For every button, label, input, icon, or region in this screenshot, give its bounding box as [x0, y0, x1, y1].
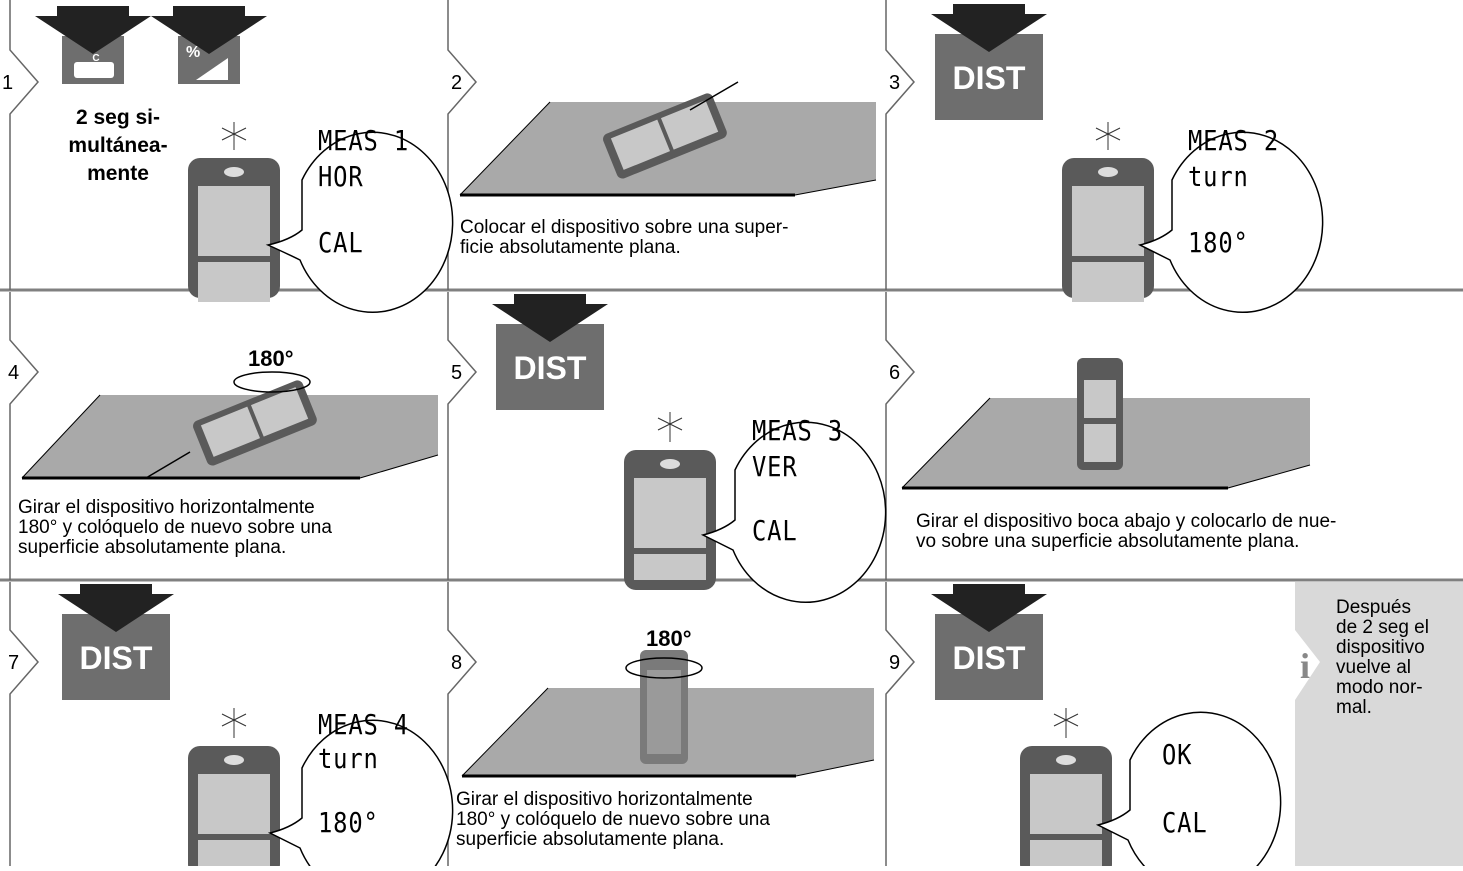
rotation-label: 180°: [646, 626, 692, 651]
step-instruction: 2 seg si- multánea- mente: [68, 106, 168, 185]
step-tab: [447, 582, 477, 866]
device-flat-icon: [603, 93, 727, 179]
lcd-line: HOR: [318, 160, 364, 193]
info-panel: [1295, 582, 1463, 866]
device-top-icon: [188, 122, 280, 302]
step-number: 6: [889, 362, 901, 384]
device-standing-icon: [1077, 358, 1123, 470]
device-top-icon: [188, 708, 280, 871]
step-caption: Girar el dispositivo boca abajo y coloca…: [916, 511, 1337, 552]
step-caption: Girar el dispositivo horizontalmente 180…: [18, 497, 332, 558]
lcd-line: MEAS 1: [318, 124, 410, 157]
lcd-line: turn: [1188, 160, 1249, 193]
lcd-line: 180°: [1188, 226, 1249, 259]
dist-key-label: DIST: [79, 640, 153, 676]
device-top-icon: [1062, 122, 1154, 302]
dist-key-icon: [931, 4, 1047, 120]
step-caption: Girar el dispositivo horizontalmente 180…: [456, 789, 770, 850]
display-callout: [265, 131, 454, 314]
lcd-line: MEAS 3: [752, 414, 844, 447]
lcd-line: turn: [318, 742, 379, 775]
dist-key-icon: [492, 294, 608, 410]
display-callout: [1095, 711, 1282, 871]
lcd-line: MEAS 4: [318, 708, 410, 741]
rotate-arrow-icon: [233, 371, 311, 393]
device-standing-icon: [640, 650, 688, 764]
step-tab: [9, 0, 39, 290]
display-callout: [267, 719, 454, 871]
step-tab: [885, 292, 915, 580]
step-tab: [447, 292, 477, 580]
step-number: 1: [2, 72, 14, 94]
rotation-label: 180°: [248, 346, 294, 371]
device-top-icon: [624, 412, 716, 590]
step-number: 2: [451, 72, 463, 94]
key-label: C OFF: [86, 53, 106, 74]
step-tab: [885, 0, 915, 290]
lcd-line: OK: [1162, 738, 1193, 771]
dist-key-label: DIST: [513, 350, 587, 386]
device-flat-icon: [193, 380, 317, 466]
dist-key-label: DIST: [952, 60, 1026, 96]
dist-key-label: DIST: [952, 640, 1026, 676]
lcd-line: CAL: [752, 514, 798, 547]
step-number: 8: [451, 652, 463, 674]
step-number: 3: [889, 72, 901, 94]
lcd-line: CAL: [318, 226, 364, 259]
info-note: Después de 2 seg el dispositivo vuelve a…: [1336, 597, 1429, 718]
clear-off-key-icon: [35, 6, 151, 84]
step-number: 5: [451, 362, 463, 384]
display-callout: [700, 421, 887, 604]
display-callout: [1137, 131, 1324, 314]
step-number: 7: [8, 652, 20, 674]
percent-key-icon: [151, 6, 267, 84]
step-tab: [885, 582, 915, 866]
step-caption: Colocar el dispositivo sobre una super- …: [460, 217, 789, 258]
dist-key-icon: [58, 584, 174, 700]
rotate-arrow-icon: [625, 657, 703, 679]
direction-arrow: [689, 81, 739, 111]
lcd-line: MEAS 2: [1188, 124, 1280, 157]
lcd-line: CAL: [1162, 806, 1208, 839]
step-number: 4: [8, 362, 20, 384]
dist-key-icon: [931, 584, 1047, 700]
lcd-line: VER: [752, 450, 798, 483]
key-label: %: [186, 44, 201, 61]
lcd-line: 180°: [318, 806, 379, 839]
device-top-icon: [1020, 708, 1112, 871]
step-tab: [9, 582, 39, 866]
step-number: 9: [889, 652, 901, 674]
step-tab: [9, 292, 39, 580]
info-icon: i: [1300, 646, 1310, 686]
direction-arrow: [145, 451, 191, 479]
step-tab: [447, 0, 477, 290]
